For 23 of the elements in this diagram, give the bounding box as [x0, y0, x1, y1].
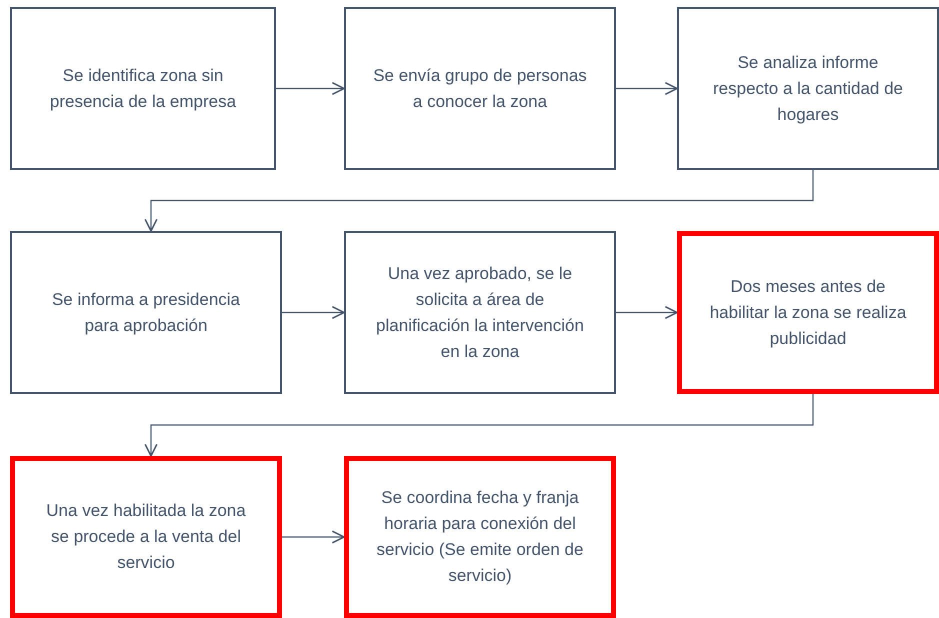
process-box: [10, 456, 282, 618]
process-box: [344, 7, 616, 170]
process-box: [344, 231, 616, 394]
arrow: [616, 82, 678, 96]
process-box: [10, 231, 282, 394]
step-text: Se analiza informe respecto a la cantidad de hogares: [712, 52, 904, 126]
step-text: Se identifica zona sin presencia de la empresa: [48, 64, 238, 112]
arrow: [616, 306, 678, 320]
process-box: [677, 231, 939, 394]
arrow: [144, 170, 814, 232]
arrow: [282, 530, 345, 544]
process-box: [344, 456, 616, 618]
step-text: Se informa a presidencia para aprobación: [50, 288, 242, 336]
arrow: [282, 306, 345, 320]
arrow: [276, 82, 345, 96]
step-text: Una vez aprobado, se le solicita a área de planificación la intervención en la zona: [375, 262, 585, 362]
step-text: Una vez habilitada la zona se procede a la venta del servicio: [45, 500, 247, 574]
process-box: [677, 7, 939, 170]
step-text: Dos meses antes de habilitar la zona se realiza publicidad: [708, 276, 908, 350]
step-text: Se coordina fecha y franja horaria para conexión del servicio (Se emite orden de servicio): [376, 487, 584, 587]
process-box: [10, 7, 276, 170]
step-text: Se envía grupo de personas a conocer la zona: [372, 64, 588, 112]
arrow: [144, 394, 814, 457]
